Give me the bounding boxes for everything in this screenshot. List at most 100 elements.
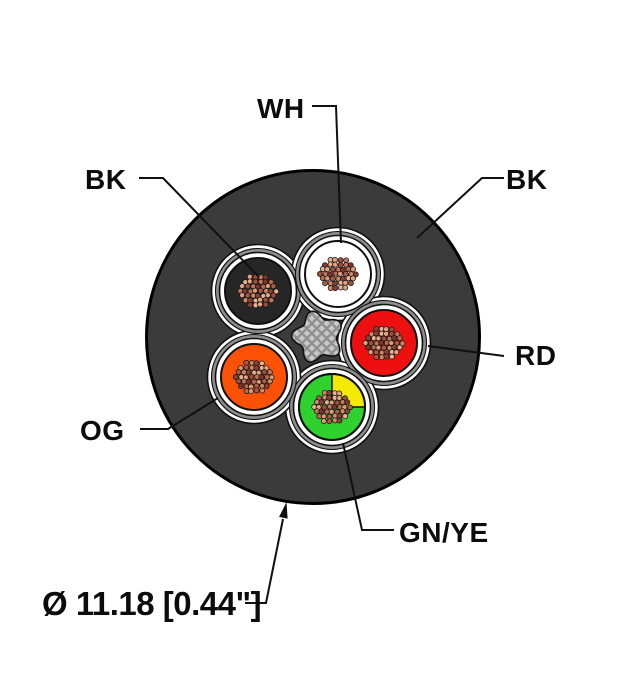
- strand: [393, 340, 400, 347]
- strand: [342, 271, 349, 277]
- strand: [342, 413, 349, 420]
- strand: [352, 271, 359, 278]
- strand: [235, 369, 242, 375]
- strand: [245, 378, 252, 385]
- label-og: OG: [80, 415, 125, 446]
- strand: [396, 344, 403, 351]
- strand: [263, 383, 270, 390]
- strand: [391, 344, 398, 351]
- strand: [273, 288, 280, 295]
- strand: [396, 335, 403, 342]
- strand: [367, 349, 374, 356]
- label-bk-left: BK: [85, 164, 127, 195]
- strand: [257, 287, 264, 294]
- strand: [324, 266, 331, 273]
- strand: [253, 387, 260, 394]
- strand: [270, 283, 277, 290]
- leader-line-bk-left: [139, 177, 260, 278]
- strand: [321, 404, 328, 411]
- label-diameter: Ø 11.18 [0.44"]: [42, 585, 262, 622]
- strand: [373, 354, 380, 360]
- strand: [368, 340, 375, 347]
- strand: [239, 292, 246, 299]
- leader-line-diameter: [245, 518, 284, 604]
- strand: [264, 283, 271, 289]
- strand: [267, 288, 274, 295]
- strand: [235, 378, 242, 385]
- strand: [254, 283, 261, 290]
- strand: [270, 292, 277, 299]
- strand: [253, 364, 260, 371]
- strand: [383, 330, 390, 337]
- strand: [318, 408, 325, 415]
- strand: [332, 285, 339, 292]
- strand: [331, 403, 338, 410]
- strand: [239, 283, 246, 289]
- strand: [326, 394, 333, 401]
- center-filler: [290, 310, 343, 363]
- strand: [261, 369, 268, 375]
- strand: [320, 418, 327, 424]
- strand: [248, 388, 254, 395]
- strand: [375, 335, 382, 342]
- strand: [326, 418, 333, 425]
- strand: [334, 399, 341, 406]
- strand: [347, 404, 353, 411]
- strand: [232, 374, 239, 380]
- strand: [342, 284, 349, 291]
- strand: [350, 266, 356, 273]
- label-bk-right: BK: [506, 164, 548, 195]
- strand: [391, 335, 398, 341]
- strand: [388, 340, 395, 346]
- leader-line-gnye: [342, 442, 394, 531]
- strand: [246, 278, 253, 285]
- strand: [258, 374, 265, 380]
- strand: [337, 270, 344, 277]
- strand: [365, 344, 372, 351]
- strand: [350, 275, 356, 282]
- strand: [375, 344, 382, 351]
- strand: [344, 399, 351, 406]
- strand: [393, 349, 400, 356]
- strand: [362, 340, 369, 346]
- strand: [336, 417, 343, 424]
- strand: [317, 271, 323, 277]
- strand: [378, 339, 385, 346]
- strand: [383, 353, 390, 360]
- strand: [329, 275, 336, 282]
- strand: [266, 369, 273, 376]
- strand: [244, 292, 251, 299]
- strand: [328, 408, 335, 415]
- strand: [318, 399, 325, 406]
- strand: [252, 278, 259, 285]
- strand: [237, 383, 244, 390]
- strand: [332, 261, 338, 268]
- leader-line-og: [140, 397, 219, 430]
- dimension-arrowhead: [279, 502, 288, 519]
- strand: [322, 280, 329, 287]
- strand: [339, 266, 346, 273]
- strand: [245, 369, 252, 376]
- strand: [262, 301, 269, 308]
- strand: [266, 378, 273, 385]
- strand: [365, 335, 372, 341]
- strand: [243, 364, 250, 371]
- strand: [247, 302, 254, 308]
- label-gnye: GN/YE: [399, 517, 489, 548]
- strand: [373, 330, 380, 337]
- conductor-gnye-outline: [298, 373, 366, 441]
- strand: [381, 335, 387, 342]
- strand: [241, 288, 248, 295]
- strand: [264, 292, 271, 299]
- strand: [244, 283, 251, 290]
- strand: [248, 373, 255, 380]
- strand: [252, 287, 258, 294]
- leader-line-rd: [427, 345, 505, 357]
- strand: [327, 271, 334, 278]
- strand: [261, 378, 268, 385]
- strand: [344, 408, 351, 415]
- leader-line-bk-right: [416, 177, 504, 239]
- strand: [347, 280, 354, 287]
- strand: [337, 261, 344, 268]
